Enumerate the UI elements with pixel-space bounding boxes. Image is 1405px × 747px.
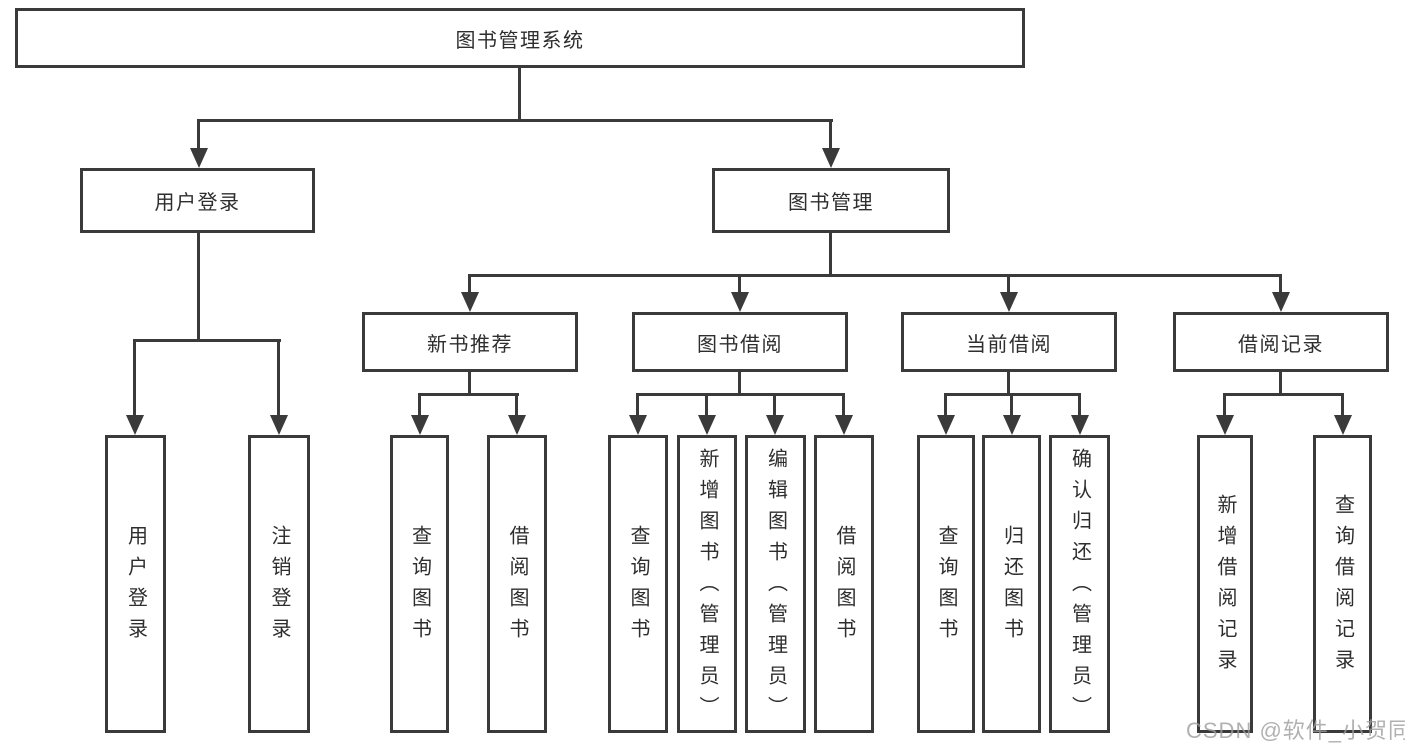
connector-leaf-drop (1010, 393, 1013, 417)
arrow-confirm-return (1071, 415, 1089, 435)
arrow-user-login (190, 148, 208, 168)
node-user-login: 用户登录 (80, 168, 315, 233)
node-query-books-current: 查询图书 (917, 435, 975, 733)
arrow-current-borrow (1000, 292, 1018, 312)
connector-user-login-stub (197, 233, 200, 341)
arrow-login-leaf (126, 415, 144, 435)
node-new-book-recommend: 新书推荐 (362, 312, 578, 372)
connector-book-borrow-rail (636, 393, 845, 396)
connector-leaf-drop (418, 393, 421, 417)
node-add-book-admin: 新增图书（管理员） (677, 435, 737, 733)
node-return-books: 归还图书 (982, 435, 1041, 733)
arrow-borrow-books-1 (508, 415, 526, 435)
connector-new-book-rail (418, 393, 519, 396)
arrow-query-books-3 (937, 415, 955, 435)
node-query-books-borrowing: 查询图书 (608, 435, 668, 733)
arrow-return-books (1003, 415, 1021, 435)
arrow-query-borrow-record (1334, 415, 1352, 435)
connector-leaf-drop (636, 393, 639, 417)
node-library-system: 图书管理系统 (15, 8, 1025, 68)
connector-user-login-drop (197, 119, 200, 150)
connector-root-stub (518, 68, 521, 121)
connector-leaf-drop (842, 393, 845, 417)
node-book-management: 图书管理 (712, 168, 950, 233)
csdn-watermark: CSDN @软件_小贺同学 (1186, 718, 1405, 743)
arrow-edit-book (766, 415, 784, 435)
connector-level2-rail (468, 274, 1282, 277)
connector-leaf-drop (1078, 393, 1081, 417)
connector-book-mgmt-drop (829, 119, 832, 150)
connector-borrow-records-stub (1279, 372, 1282, 396)
node-borrowing-records: 借阅记录 (1173, 312, 1389, 372)
connector-book-mgmt-stub (829, 233, 832, 276)
arrow-book-borrow (731, 292, 749, 312)
node-add-borrow-record: 新增借阅记录 (1197, 435, 1253, 733)
arrow-book-mgmt (822, 148, 840, 168)
arrow-borrow-records (1272, 292, 1290, 312)
node-query-borrow-record: 查询借阅记录 (1313, 435, 1372, 733)
connector-leaf-drop (1223, 393, 1226, 417)
connector-leaf-drop (944, 393, 947, 417)
arrow-add-book (698, 415, 716, 435)
connector-new-book-stub (468, 372, 471, 396)
connector-book-borrow-stub (738, 372, 741, 396)
arrow-borrow-books-2 (835, 415, 853, 435)
node-query-books-recommend: 查询图书 (390, 435, 449, 733)
arrow-new-book (461, 292, 479, 312)
connector-borrow-records-rail (1223, 393, 1344, 396)
node-current-borrowing: 当前借阅 (901, 312, 1117, 372)
connector-leaf-drop (515, 393, 518, 417)
arrow-query-books-1 (411, 415, 429, 435)
connector-login-leaf-drop (133, 339, 136, 417)
node-user-login-action: 用户登录 (105, 435, 166, 733)
node-edit-book-admin: 编辑图书（管理员） (745, 435, 806, 733)
arrow-logout-leaf (270, 415, 288, 435)
node-book-borrowing: 图书借阅 (632, 312, 848, 372)
connector-leaf-drop (773, 393, 776, 417)
connector-leaf-drop (705, 393, 708, 417)
connector-current-borrow-drop (1007, 274, 1010, 294)
connector-new-book-drop (468, 274, 471, 294)
connector-leaf-drop (1341, 393, 1344, 417)
node-borrow-books-borrowing: 借阅图书 (814, 435, 874, 733)
connector-book-borrow-drop (738, 274, 741, 294)
connector-current-borrow-stub (1007, 372, 1010, 396)
connector-user-login-rail (133, 339, 281, 342)
node-borrow-books-recommend: 借阅图书 (487, 435, 547, 733)
arrow-query-books-2 (629, 415, 647, 435)
connector-logout-leaf-drop (277, 339, 280, 417)
node-confirm-return-admin: 确认归还（管理员） (1049, 435, 1110, 733)
connector-borrow-records-drop (1279, 274, 1282, 294)
node-logout: 注销登录 (248, 435, 310, 733)
arrow-add-borrow-record (1216, 415, 1234, 435)
connector-level1-rail (197, 119, 833, 122)
